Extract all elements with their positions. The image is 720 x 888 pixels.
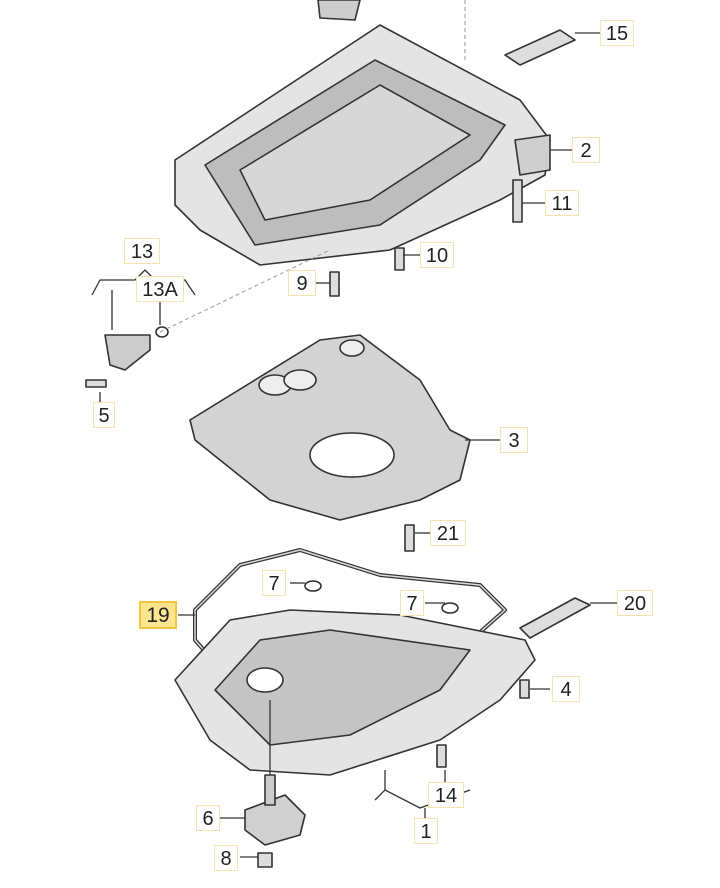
label-7[interactable]: 7: [262, 570, 286, 596]
label-13[interactable]: 13: [124, 238, 160, 264]
label-10[interactable]: 10: [420, 242, 454, 268]
baffle-plate-part: [189, 334, 471, 521]
label-1[interactable]: 1: [414, 818, 438, 844]
sealant-tube-15: [504, 29, 576, 66]
label-6[interactable]: 6: [196, 805, 220, 831]
label-14[interactable]: 14: [428, 782, 464, 808]
valve-part: [104, 334, 151, 371]
label-15[interactable]: 15: [600, 20, 634, 46]
label-19-highlighted[interactable]: 19: [139, 601, 177, 629]
label-2[interactable]: 2: [572, 137, 600, 163]
oil-level-sensor-part: [244, 794, 306, 846]
label-20[interactable]: 20: [617, 590, 653, 616]
sealant-tube-20: [519, 597, 591, 639]
label-4[interactable]: 4: [552, 676, 580, 702]
label-21[interactable]: 21: [430, 520, 466, 546]
label-11[interactable]: 11: [545, 190, 579, 216]
label-13a[interactable]: 13A: [136, 276, 184, 302]
label-3[interactable]: 3: [500, 427, 528, 453]
label-7[interactable]: 7: [400, 590, 424, 616]
label-5[interactable]: 5: [93, 402, 115, 428]
label-9[interactable]: 9: [288, 270, 316, 296]
label-8[interactable]: 8: [214, 845, 238, 871]
